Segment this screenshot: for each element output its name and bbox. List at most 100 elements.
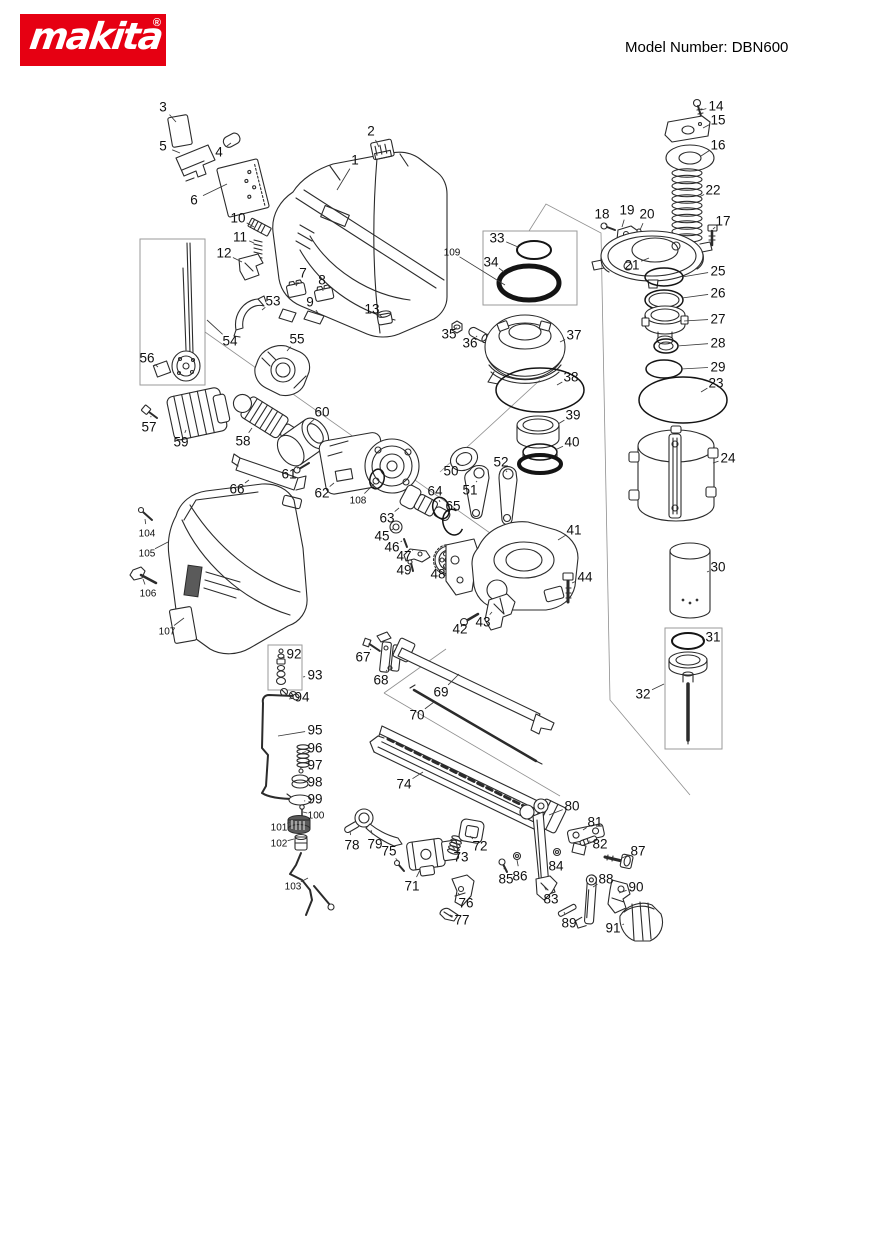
leader-line-24 xyxy=(712,460,719,464)
leader-line-33 xyxy=(506,241,519,248)
trigger-parts-art xyxy=(344,808,485,922)
pump-housing-art xyxy=(445,521,579,631)
leader-line-3 xyxy=(169,114,177,123)
leader-line-46 xyxy=(400,540,403,543)
part-label-95: 95 xyxy=(307,723,322,738)
part-label-72: 72 xyxy=(472,839,487,854)
leader-line-52 xyxy=(505,470,508,473)
part-label-76: 76 xyxy=(458,896,473,911)
leader-line-109 xyxy=(459,256,506,286)
part-label-42: 42 xyxy=(452,622,467,637)
leader-line-96 xyxy=(301,751,306,754)
leader-line-43 xyxy=(489,611,493,615)
part-label-7: 7 xyxy=(299,266,307,281)
part-label-90: 90 xyxy=(628,880,643,895)
part-label-78: 78 xyxy=(344,838,359,853)
leader-line-86 xyxy=(516,859,519,867)
leader-line-94 xyxy=(288,698,293,700)
leader-line-14 xyxy=(700,108,707,111)
part-label-33: 33 xyxy=(489,231,504,246)
leader-line-87 xyxy=(621,854,629,859)
part-label-63: 63 xyxy=(379,511,394,526)
leader-line-56 xyxy=(154,363,159,368)
leader-line-34 xyxy=(498,267,505,273)
leader-line-30 xyxy=(706,570,710,573)
magazine-art xyxy=(362,631,567,834)
part-label-26: 26 xyxy=(710,286,725,301)
leader-line-68 xyxy=(385,669,388,672)
leader-line-12 xyxy=(232,257,243,263)
leader-line-29 xyxy=(680,367,709,370)
leader-line-13 xyxy=(379,314,383,318)
part-label-99: 99 xyxy=(307,792,322,807)
part-label-27: 27 xyxy=(710,312,725,327)
part-label-101: 101 xyxy=(271,823,288,834)
leader-line-61 xyxy=(296,466,300,469)
leader-line-28 xyxy=(676,343,709,347)
leader-line-4 xyxy=(226,142,232,147)
part-label-59: 59 xyxy=(173,435,188,450)
leader-line-7 xyxy=(295,281,299,287)
leader-line-18 xyxy=(605,223,607,226)
leader-line-66 xyxy=(244,479,250,484)
leader-line-98 xyxy=(300,779,306,782)
part-label-102: 102 xyxy=(271,839,288,850)
leader-line-55 xyxy=(286,346,291,352)
motor-group-art xyxy=(140,387,420,495)
part-label-35: 35 xyxy=(441,327,456,342)
leader-line-53 xyxy=(261,306,266,311)
leader-line-17 xyxy=(712,226,716,230)
leader-line-25 xyxy=(681,272,709,278)
part-label-67: 67 xyxy=(355,650,370,665)
part-label-30: 30 xyxy=(710,560,725,575)
part-label-29: 29 xyxy=(710,360,725,375)
part-label-41: 41 xyxy=(566,523,581,538)
part-label-106: 106 xyxy=(140,589,157,600)
part-label-77: 77 xyxy=(454,913,469,928)
part-label-104: 104 xyxy=(139,529,156,540)
leader-line-77 xyxy=(449,914,453,917)
part-label-8: 8 xyxy=(318,273,326,288)
part-label-98: 98 xyxy=(307,775,322,790)
part-label-94: 94 xyxy=(294,690,310,705)
part-label-108: 108 xyxy=(350,496,367,507)
part-label-81: 81 xyxy=(587,815,602,830)
part-label-84: 84 xyxy=(548,859,564,874)
registered-trademark-icon: ® xyxy=(152,17,161,29)
leader-line-74 xyxy=(412,771,424,780)
part-label-109: 109 xyxy=(444,248,461,259)
leader-line-90 xyxy=(618,889,627,894)
leader-line-45 xyxy=(390,528,394,531)
leader-line-22 xyxy=(698,194,705,198)
part-label-11: 11 xyxy=(233,230,247,245)
part-label-34: 34 xyxy=(483,255,499,270)
part-label-49: 49 xyxy=(396,563,411,578)
part-label-55: 55 xyxy=(289,332,304,347)
part-label-48: 48 xyxy=(430,567,445,582)
leader-line-63 xyxy=(394,507,400,512)
part-label-105: 105 xyxy=(139,549,156,560)
leader-line-27 xyxy=(683,319,709,322)
leader-line-26 xyxy=(681,293,709,299)
leader-line-38 xyxy=(556,381,563,386)
part-label-68: 68 xyxy=(373,673,388,688)
part-label-32: 32 xyxy=(635,687,650,702)
part-label-5: 5 xyxy=(159,139,167,154)
part-label-65: 65 xyxy=(445,499,460,514)
leader-line-79 xyxy=(370,829,373,835)
part-label-13: 13 xyxy=(364,302,379,317)
leader-line-95 xyxy=(277,731,306,737)
part-label-64: 64 xyxy=(427,484,443,499)
part-label-69: 69 xyxy=(433,685,448,700)
leader-line-103 xyxy=(300,877,309,883)
part-label-1: 1 xyxy=(351,153,359,168)
leader-line-39 xyxy=(557,419,565,425)
part-label-16: 16 xyxy=(710,138,725,153)
part-label-50: 50 xyxy=(443,464,458,479)
leader-line-58 xyxy=(248,427,253,434)
leader-line-19 xyxy=(621,219,625,228)
leader-line-76 xyxy=(457,892,461,896)
part-label-45: 45 xyxy=(374,529,389,544)
makita-logo: makita ® xyxy=(20,14,166,66)
